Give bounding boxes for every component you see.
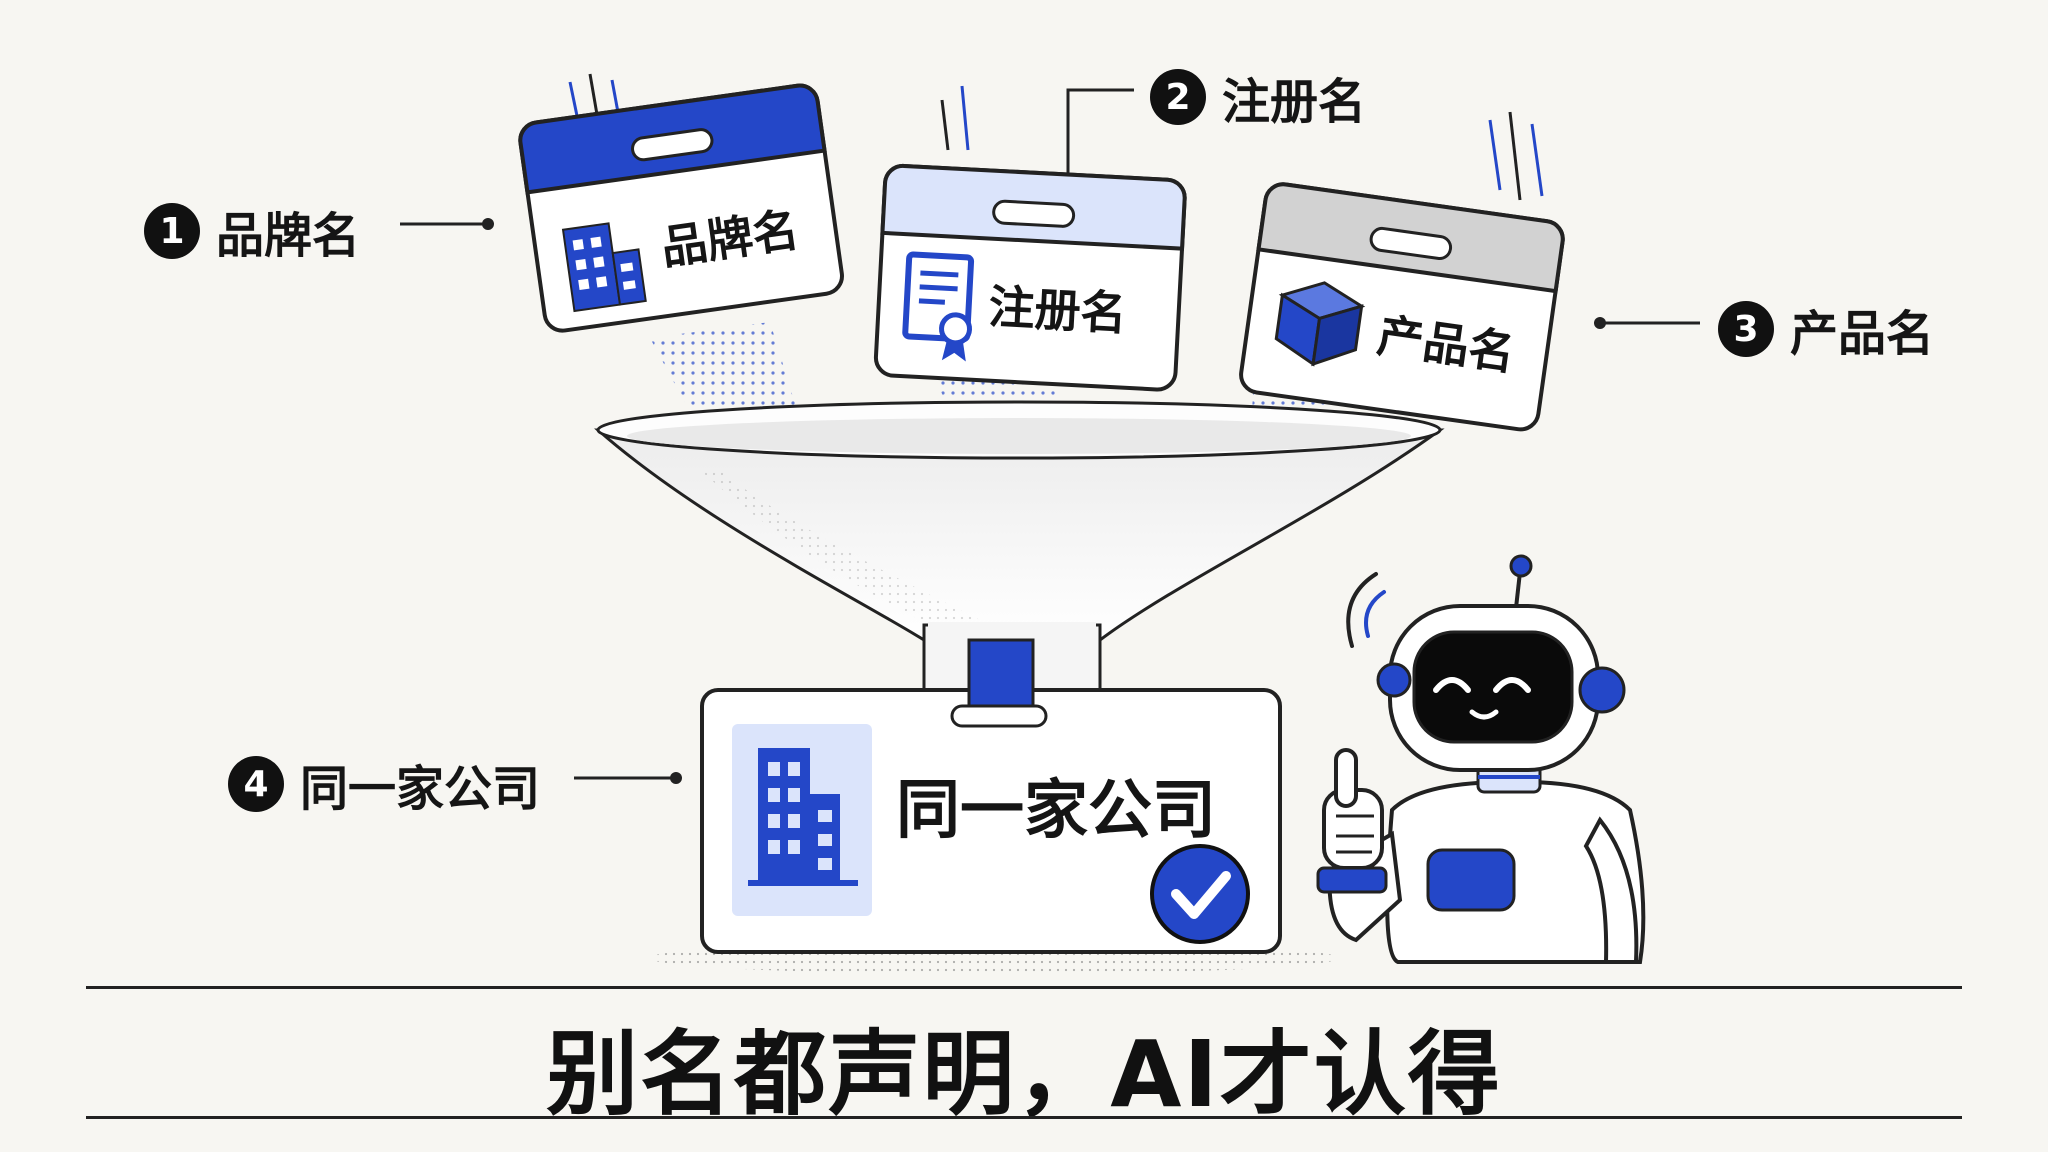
registered-card-label: 注册名 <box>987 280 1128 341</box>
building-icon <box>561 222 647 313</box>
callout-brand-label: 品牌名 <box>216 208 361 264</box>
leader-line-product <box>1594 317 1700 329</box>
callout-product-label: 产品名 <box>1790 306 1935 362</box>
result-company-card: 同一家公司 <box>700 638 1282 954</box>
building-icon <box>748 748 858 886</box>
product-name-card: 产品名 <box>1239 182 1565 432</box>
callout-product-name: 3 产品名 <box>1718 294 1934 364</box>
result-card-label: 同一家公司 <box>896 774 1216 848</box>
number-badge-3: 3 <box>1718 301 1774 357</box>
leader-line-brand <box>400 218 494 230</box>
certificate-icon <box>902 251 975 362</box>
bottom-divider <box>86 1116 1962 1119</box>
registered-name-card: 注册名 <box>873 163 1187 392</box>
check-circle-icon <box>1150 844 1250 944</box>
number-badge-1: 1 <box>144 203 200 259</box>
number-badge-2: 2 <box>1150 69 1206 125</box>
robot-mascot <box>1316 554 1646 964</box>
leader-line-company <box>574 772 682 784</box>
callout-brand-name: 1 品牌名 <box>144 196 360 266</box>
callout-registered-label: 注册名 <box>1222 74 1367 130</box>
callout-registered-name: 2 注册名 <box>1150 62 1366 132</box>
brand-name-card: 品牌名 <box>518 83 844 333</box>
number-badge-4: 4 <box>228 756 284 812</box>
callout-company-label: 同一家公司 <box>300 761 541 817</box>
cube-icon <box>1274 281 1366 367</box>
callout-same-company: 4 同一家公司 <box>228 749 540 819</box>
top-divider <box>86 986 1962 989</box>
bottom-title: 别名都声明，AI才认得 <box>546 1021 1502 1128</box>
